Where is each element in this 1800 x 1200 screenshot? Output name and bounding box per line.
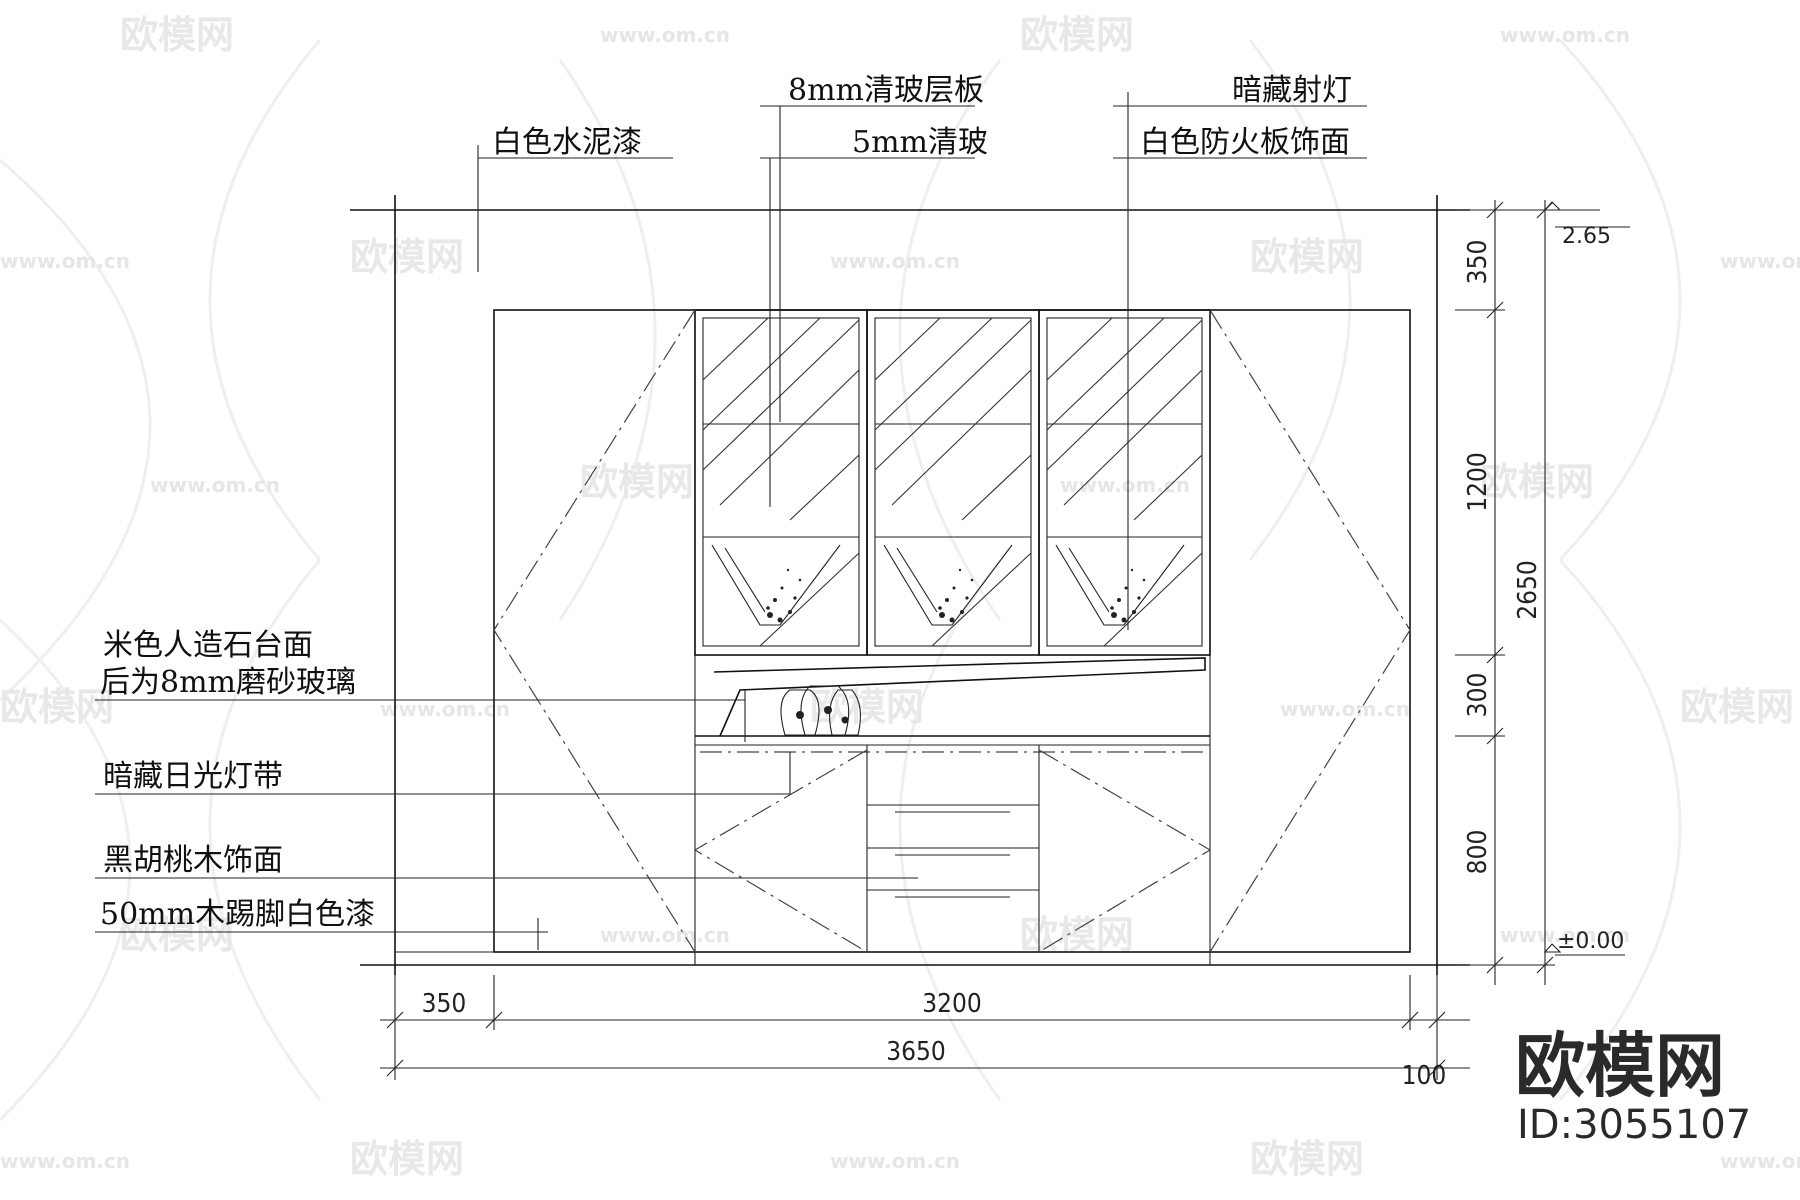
label-shelf-glass: 8mm清玻层板 bbox=[788, 73, 984, 108]
watermark-logo: 欧模网 bbox=[350, 235, 464, 279]
watermark-logo: 欧模网 bbox=[1250, 235, 1364, 279]
watermark-arcs bbox=[0, 38, 1682, 1122]
watermark-url: www.om.cn bbox=[1280, 697, 1410, 721]
label-stone-top-line1: 米色人造石台面 bbox=[103, 628, 313, 663]
label-hidden-spotlight: 暗藏射灯 bbox=[1232, 73, 1352, 108]
glass-door-1 bbox=[694, 309, 868, 656]
callout-leaders bbox=[95, 92, 1367, 950]
watermark-url: www.om.cn bbox=[830, 249, 960, 273]
label-walnut-finish: 黑胡桃木饰面 bbox=[103, 843, 283, 878]
watermark-logo: 欧模网 bbox=[1020, 913, 1134, 957]
dim-bottom-right: 100 bbox=[1402, 1061, 1447, 1091]
dim-bottom-total: 3650 bbox=[886, 1037, 946, 1067]
watermark-url: www.om.cn bbox=[1500, 923, 1630, 947]
cabinet bbox=[493, 309, 1411, 965]
watermark-logo: 欧模网 bbox=[1020, 13, 1134, 57]
level-marks: 2.65 ±0.00 bbox=[1543, 201, 1630, 956]
brand-name: 欧模网 bbox=[1515, 1025, 1725, 1107]
level-floor: ±0.00 bbox=[1557, 929, 1624, 954]
watermark-logo: 欧模网 bbox=[120, 13, 234, 57]
watermark-url: www.om.cn bbox=[150, 473, 280, 497]
stone-countertop bbox=[713, 657, 1206, 737]
watermark-url: www.om.cn bbox=[1720, 249, 1800, 273]
watermark-layer: 欧模网 欧模网 欧模网 欧模网 欧模网 欧模网 欧模网 欧模网 欧模网 欧模网 … bbox=[0, 13, 1800, 1181]
dimension-bottom: 350 3200 3650 100 bbox=[380, 975, 1470, 1091]
brand-id: ID:3055107 bbox=[1517, 1102, 1751, 1148]
label-wall-paint: 白色水泥漆 bbox=[492, 125, 642, 160]
lower-cabinet bbox=[866, 745, 1040, 952]
label-fireproof-panel: 白色防火板饰面 bbox=[1140, 125, 1350, 160]
brand-stamp: 欧模网 ID:3055107 bbox=[1515, 1025, 1751, 1148]
dim-bottom-main: 3200 bbox=[922, 989, 982, 1019]
dimension-right: 350 1200 300 800 2650 bbox=[1455, 200, 1555, 985]
watermark-logo: 欧模网 bbox=[1680, 685, 1794, 729]
dim-right-upper: 1200 bbox=[1463, 452, 1493, 512]
label-stone-top-line2: 后为8mm磨砂玻璃 bbox=[100, 665, 356, 700]
watermark-logo: 欧模网 bbox=[350, 1137, 464, 1181]
watermark-logo: 欧模网 bbox=[1250, 1137, 1364, 1181]
watermark-url: www.om.cn bbox=[1500, 23, 1630, 47]
level-top: 2.65 bbox=[1562, 224, 1611, 249]
watermark-url: www.om.cn bbox=[600, 923, 730, 947]
glass-door-3 bbox=[1038, 309, 1211, 656]
dim-right-middle: 300 bbox=[1463, 673, 1493, 718]
glass-door-2 bbox=[866, 309, 1040, 656]
dim-total-height: 2650 bbox=[1513, 560, 1543, 620]
watermark-url: www.om.cn bbox=[380, 697, 510, 721]
dim-right-top: 350 bbox=[1463, 240, 1493, 285]
watermark-url: www.om.cn bbox=[600, 23, 730, 47]
label-led-strip: 暗藏日光灯带 bbox=[103, 759, 283, 794]
door-swing-marks bbox=[493, 309, 1411, 953]
watermark-logo: 欧模网 bbox=[580, 460, 694, 504]
watermark-logo: 欧模网 bbox=[1480, 460, 1594, 504]
watermark-url: www.om.cn bbox=[830, 1149, 960, 1173]
wall-outline bbox=[350, 195, 1470, 975]
spotlight-glow bbox=[766, 568, 1146, 623]
watermark-url: www.om.cn bbox=[1060, 473, 1190, 497]
watermark-url: www.om.cn bbox=[0, 249, 130, 273]
dim-right-lower: 800 bbox=[1463, 830, 1493, 875]
label-door-glass: 5mm清玻 bbox=[852, 125, 988, 160]
label-skirting: 50mm木踢脚白色漆 bbox=[100, 897, 375, 932]
watermark-logo: 欧模网 bbox=[120, 913, 234, 957]
watermark-url: www.om.cn bbox=[1720, 1149, 1800, 1173]
decor-vase bbox=[780, 685, 861, 736]
dim-bottom-left: 350 bbox=[422, 989, 467, 1019]
callout-labels: 8mm清玻层板 白色水泥漆 5mm清玻 暗藏射灯 白色防火板饰面 米色人造石台面… bbox=[100, 73, 1352, 932]
watermark-logo: 欧模网 bbox=[0, 685, 114, 729]
watermark-url: www.om.cn bbox=[0, 1149, 130, 1173]
